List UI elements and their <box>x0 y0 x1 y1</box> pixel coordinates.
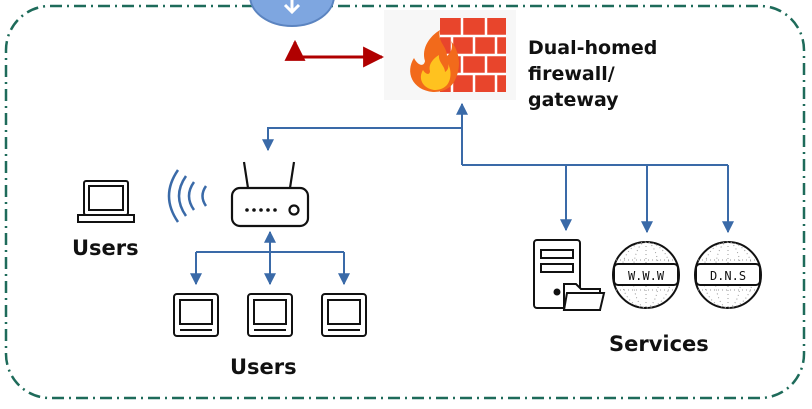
firewall-icon <box>384 10 516 100</box>
desktop-computer-icon <box>247 293 293 337</box>
dns-label: D.N.S <box>710 269 746 283</box>
services-label: Services <box>609 332 709 356</box>
internet-link-arrow <box>284 39 385 68</box>
wifi-signal-icon <box>167 169 208 223</box>
cloud-icon <box>249 0 335 27</box>
dns-globe-icon: D.N.S <box>694 241 762 309</box>
folder-icon <box>562 283 606 311</box>
firewall-label-line2: firewall/ <box>528 63 615 85</box>
laptop-icon <box>77 180 135 223</box>
router-icon <box>230 161 310 228</box>
firewall-label-line3: gateway <box>528 89 619 111</box>
desktop-computer-icon <box>173 293 219 337</box>
users-label-left: Users <box>72 236 139 260</box>
desktop-computer-icon <box>321 293 367 337</box>
network-boundary <box>4 4 806 400</box>
firewall-to-router-link <box>262 127 462 152</box>
users-label-bottom: Users <box>230 355 297 379</box>
www-globe-icon: W.W.W <box>612 241 680 309</box>
firewall-label-line1: Dual-homed <box>528 37 657 59</box>
www-label: W.W.W <box>628 269 665 283</box>
